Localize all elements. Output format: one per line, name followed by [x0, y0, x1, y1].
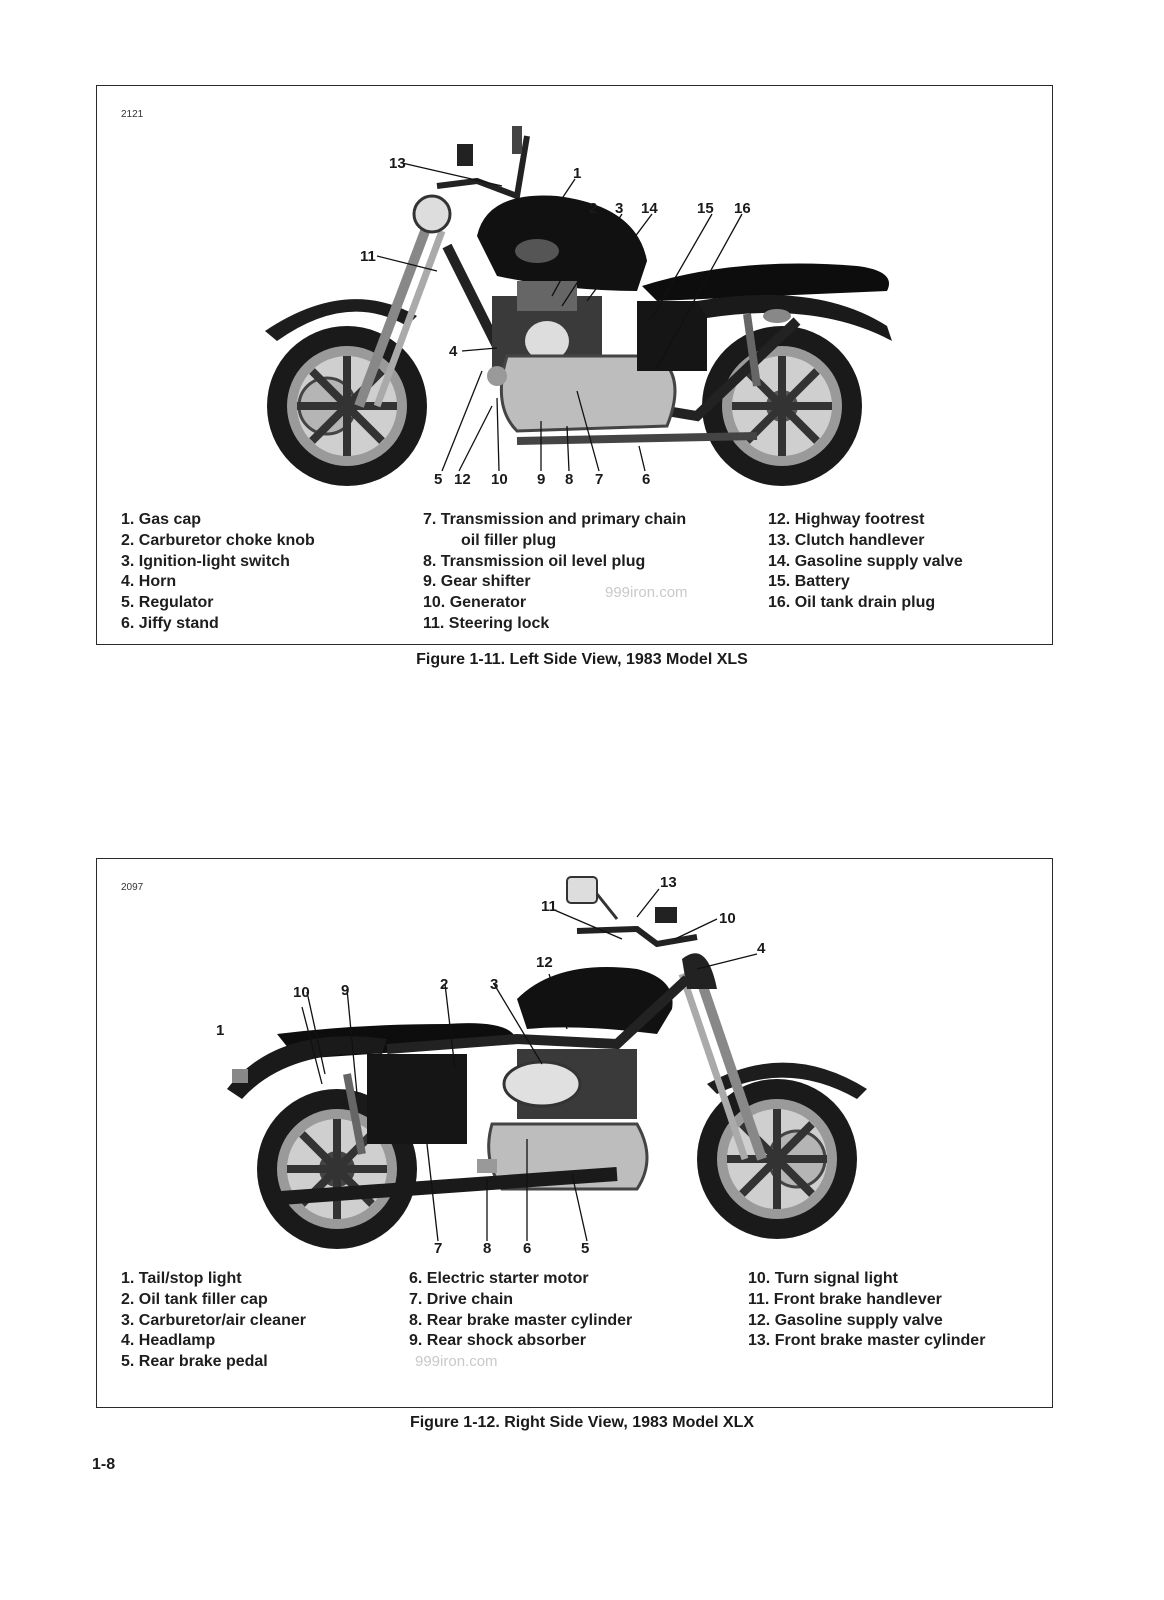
- watermark: 999iron.com: [605, 584, 688, 601]
- legend-item: 5. Rear brake pedal: [121, 1353, 268, 1371]
- callout-13: 13: [660, 874, 677, 891]
- legend-item: 10. Generator: [423, 594, 527, 612]
- figure-caption: Figure 1-12. Right Side View, 1983 Model…: [409, 1414, 755, 1431]
- legend-item: 3. Ignition-light switch: [121, 552, 290, 570]
- callout-16: 16: [734, 200, 751, 217]
- legend-column-1: 1. Tail/stop light 2. Oil tank filler ca…: [121, 1269, 306, 1373]
- figure-reference-number: 2121: [121, 109, 144, 120]
- callout-9: 9: [537, 471, 546, 488]
- callout-15: 15: [697, 200, 714, 217]
- legend-item: 15. Battery: [768, 573, 850, 591]
- legend-item: 8. Transmission oil level plug: [423, 552, 646, 570]
- legend-item: 4. Headlamp: [121, 1332, 216, 1350]
- legend-item: 7. Transmission and primary chain: [423, 511, 687, 528]
- legend-item: 6. Electric starter motor: [409, 1270, 589, 1287]
- callout-5: 5: [434, 471, 443, 488]
- legend-item: 2. Oil tank filler cap: [121, 1290, 268, 1308]
- legend-item: 13. Clutch handlever: [768, 531, 925, 549]
- motorcycle-left-side-photo: [265, 126, 892, 486]
- legend-item: 10. Turn signal light: [748, 1270, 898, 1287]
- legend-item: 9. Rear shock absorber: [409, 1332, 586, 1350]
- legend-item: 6. Jiffy stand: [121, 614, 219, 632]
- legend-item: 8. Rear brake master cylinder: [409, 1311, 633, 1329]
- callout-2: 2: [440, 976, 449, 993]
- callout-10: 10: [719, 910, 736, 927]
- callout-8: 8: [565, 471, 574, 488]
- callout-5: 5: [581, 1240, 590, 1257]
- figure-1-11: 2 12 1: [96, 85, 1053, 645]
- callout-12: 12: [536, 954, 553, 971]
- callout-7: 7: [595, 471, 604, 488]
- callout-3: 3: [490, 976, 499, 993]
- legend-item: 3. Carburetor/air cleaner: [121, 1311, 306, 1329]
- legend-item: 13. Front brake master cylinder: [748, 1332, 986, 1350]
- legend-column-1: 1. Gas cap 2. Carburetor choke knob 3. I…: [121, 510, 315, 635]
- legend-item-continued: oil filler plug: [461, 531, 557, 549]
- legend-item: 1. Tail/stop light: [121, 1270, 242, 1287]
- legend-item: 2. Carburetor choke knob: [121, 531, 315, 549]
- callout-2: 2: [589, 200, 598, 217]
- legend-item: 11. Steering lock: [423, 614, 550, 632]
- callout-12: 12: [454, 471, 471, 488]
- callout-6: 6: [523, 1240, 532, 1257]
- figure-reference-number: 2097: [121, 882, 144, 893]
- legend-column-3: 10. Turn signal light 11. Front brake ha…: [748, 1269, 985, 1352]
- legend-item: 14. Gasoline supply valve: [768, 552, 963, 570]
- motorcycle-right-side-photo: [227, 876, 867, 1249]
- callout-1: 1: [573, 165, 582, 182]
- callout-3: 3: [615, 200, 624, 217]
- legend-item: 7. Drive chain: [409, 1290, 514, 1308]
- legend-item: 5. Regulator: [121, 594, 214, 612]
- callout-11: 11: [360, 248, 376, 265]
- callout-7: 7: [434, 1240, 443, 1257]
- page-number: 1-8: [92, 1456, 116, 1473]
- legend-item: 12. Highway footrest: [768, 511, 925, 528]
- callout-1: 1: [216, 1022, 225, 1039]
- legend-item: 9. Gear shifter: [423, 573, 531, 591]
- figure-caption: Figure 1-11. Left Side View, 1983 Model …: [416, 651, 748, 668]
- watermark: 999iron.com: [415, 1353, 498, 1370]
- callout-4: 4: [449, 343, 458, 360]
- legend-item: 16. Oil tank drain plug: [768, 594, 936, 612]
- legend-column-3: 12. Highway footrest 13. Clutch handleve…: [768, 510, 963, 614]
- legend-item: 4. Horn: [121, 573, 177, 591]
- legend-item: 1. Gas cap: [121, 511, 202, 528]
- legend-item: 11. Front brake handlever: [748, 1290, 942, 1308]
- callout-10: 10: [491, 471, 508, 488]
- callout-14: 14: [641, 200, 658, 217]
- legend-item: 12. Gasoline supply valve: [748, 1311, 943, 1329]
- callout-4: 4: [757, 940, 766, 957]
- callout-8: 8: [483, 1240, 492, 1257]
- callout-13: 13: [389, 155, 406, 172]
- legend-column-2: 6. Electric starter motor 7. Drive chain…: [409, 1269, 632, 1352]
- callout-9: 9: [341, 982, 350, 999]
- callout-6: 6: [642, 471, 651, 488]
- legend-column-2: 7. Transmission and primary chain oil fi…: [423, 510, 686, 635]
- callout-10: 10: [293, 984, 310, 1001]
- callout-11: 11: [541, 898, 557, 915]
- figure-1-12: 2097: [96, 858, 1053, 1408]
